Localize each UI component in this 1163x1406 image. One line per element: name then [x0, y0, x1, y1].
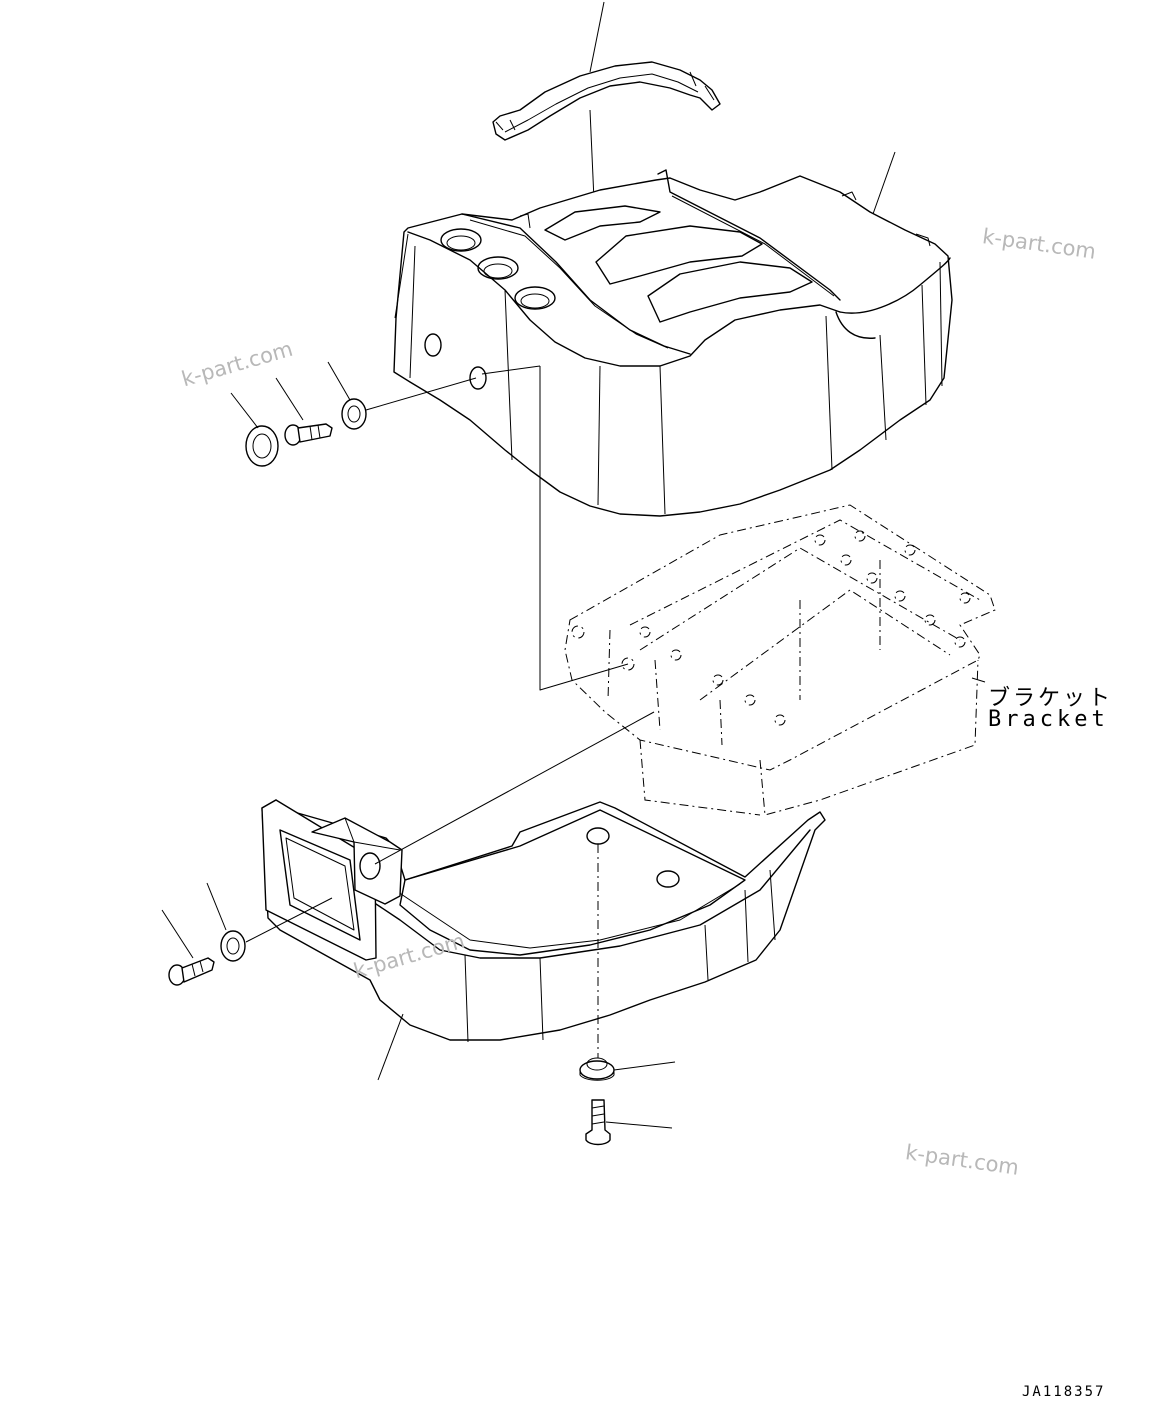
assembly-line-washer-lower-to-cover [245, 897, 333, 943]
drawing-code: JA118357 [1022, 1384, 1106, 1400]
lower-cover-side-hole [359, 852, 381, 880]
flange-nut-part [579, 1057, 615, 1081]
top-clip-part [492, 61, 721, 141]
assembly-line-hole-to-bracket [481, 365, 541, 375]
cup-holder-1 [440, 228, 482, 252]
bracket-phantom [564, 504, 996, 816]
leader-line-bolt-lower [161, 909, 194, 959]
bolt-upper-part [284, 423, 333, 446]
top-opening-3 [647, 261, 813, 323]
leader-line-top-clip [589, 1, 605, 73]
leader-line-bolt-upper [275, 377, 304, 421]
washer-upper-part [341, 398, 367, 430]
top-opening-2 [595, 225, 763, 285]
leader-line-screw [605, 1121, 673, 1129]
bracket-label-en: Bracket [988, 707, 1109, 732]
top-opening-1 [544, 205, 661, 241]
upper-cover-part [393, 169, 953, 517]
assembly-line-bracket-route [539, 366, 629, 691]
lower-cover-hole-2 [656, 870, 680, 888]
bolt-lower-part [168, 957, 215, 986]
leader-line-washer-upper [327, 361, 351, 401]
leader-line-lower-cover [377, 1013, 404, 1081]
bracket-label-jp: ブラケット [988, 686, 1114, 711]
upper-cover-hole-1 [424, 333, 442, 357]
leader-line-bracket-label [971, 677, 986, 683]
lower-cover-part [261, 799, 826, 1043]
cap-part [245, 425, 279, 467]
cup-holder-2 [477, 256, 519, 280]
leader-line-washer-lower [206, 882, 227, 931]
leader-line-cap [230, 392, 259, 429]
washer-lower-part [220, 930, 246, 962]
leader-line-upper-cover [872, 151, 896, 215]
cup-holder-3 [514, 286, 556, 310]
leader-line-flange-nut [613, 1061, 676, 1071]
assembly-line-bracket-to-lower [374, 711, 655, 865]
upper-cover-hole-2 [469, 366, 487, 390]
leader-line-clip-down [589, 109, 595, 201]
screw-part [585, 1099, 611, 1146]
assembly-line-washer-to-hole [365, 377, 477, 411]
